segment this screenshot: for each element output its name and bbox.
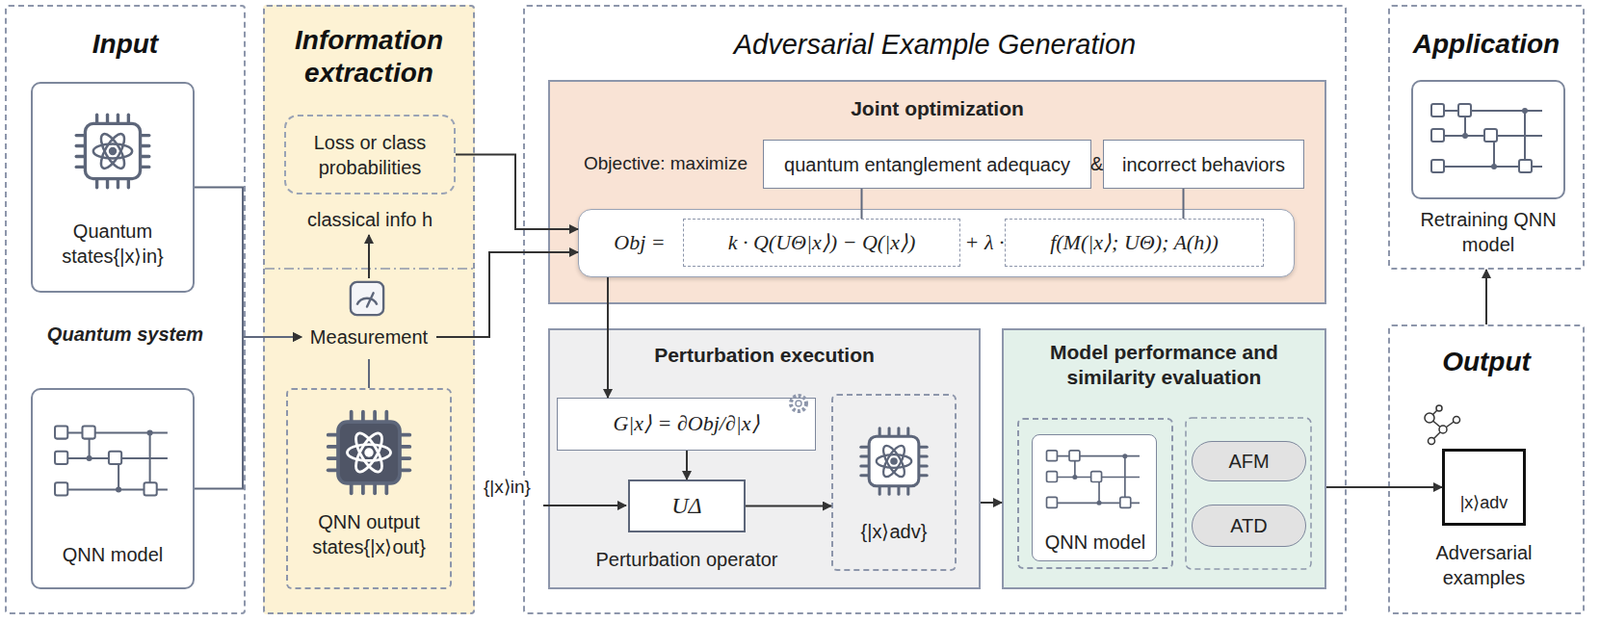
adv-state-box: {|x⟩adv}	[831, 393, 957, 572]
input-arrow	[543, 504, 627, 507]
connector	[367, 235, 370, 279]
formula-term: k · Q(UΘ|x⟩) − Q(|x⟩)	[682, 218, 961, 267]
connector	[745, 505, 832, 508]
perturbation-box: Perturbation executionG|x⟩ = ∂Obj/∂|x⟩ UΔ…	[548, 328, 981, 590]
node-text: Output	[1390, 345, 1583, 379]
node-text: Adversarial Example Generation	[524, 27, 1345, 62]
connector	[1326, 486, 1443, 489]
node-text: QNN model	[32, 542, 193, 568]
input-state-label: {|x⟩in}	[481, 475, 533, 500]
metric-pill: AFM	[1191, 441, 1307, 482]
objective-label: Objective: maximize	[583, 152, 748, 177]
quantum-states-box: Quantum states{|x⟩in}	[30, 81, 195, 293]
node-text: Joint optimization	[550, 95, 1325, 122]
connector	[436, 252, 578, 338]
metric-pill: ATD	[1191, 504, 1307, 548]
quantum-chip-icon	[323, 407, 415, 499]
retraining-box: Retraining QNN model	[1411, 79, 1566, 200]
gear-icon	[790, 395, 807, 412]
measurement-icon	[348, 280, 386, 317]
adv-gen-panel: Adversarial Example GenerationJoint opti…	[523, 4, 1347, 615]
connector	[1182, 188, 1185, 219]
perturbation-operator: UΔPerturbation operator	[628, 479, 746, 533]
connector	[194, 337, 302, 490]
qnn-model-box: QNN model	[30, 388, 195, 590]
node-text: quantum entanglement adequacy	[763, 152, 1091, 178]
connector	[685, 450, 688, 480]
connector	[1485, 269, 1488, 325]
connector	[455, 155, 578, 231]
node-text: Obj =	[588, 229, 691, 258]
evaluation-box: Model performance and similarity evaluat…	[1001, 328, 1327, 590]
metric-group-box	[1185, 418, 1312, 570]
adv-example-card: |x⟩advAdversarial examples	[1442, 448, 1526, 526]
node-text: |x⟩adv	[1444, 492, 1523, 515]
molecule-icon	[1424, 405, 1461, 446]
gradient-box: G|x⟩ = ∂Obj/∂|x⟩	[556, 397, 816, 451]
node-text: {|x⟩adv}	[833, 519, 955, 545]
objective-formula: Obj = + λ ·k · Q(UΘ|x⟩) − Q(|x⟩) f(M(|x⟩; …	[577, 209, 1295, 278]
conjunction-label: &	[1090, 151, 1103, 177]
connector	[606, 277, 609, 398]
system-label: Quantum system	[4, 321, 246, 347]
node-text: Application	[1390, 27, 1583, 61]
node-text: G|x⟩ = ∂Obj/∂|x⟩	[557, 410, 815, 439]
output-panel: Output|x⟩advAdversarial examples	[1388, 324, 1585, 615]
node-text: AFM	[1192, 448, 1306, 474]
formula-term: f(M(|x⟩; UΘ); A(h))	[1004, 218, 1264, 267]
connector	[980, 501, 1002, 504]
connector	[861, 188, 864, 219]
node-text: QNN output states{|x⟩out}	[297, 509, 441, 560]
node-text: UΔ	[629, 491, 744, 522]
node-caption: classical info h	[276, 207, 464, 233]
node-text: Quantum states{|x⟩in}	[42, 218, 184, 269]
node-text: Perturbation execution	[550, 341, 979, 368]
node-text: Information extraction	[264, 24, 473, 89]
node-text: Retraining QNN model	[1398, 207, 1578, 258]
application-panel: ApplicationRetraining QNN model	[1388, 4, 1585, 270]
connector	[194, 187, 302, 339]
node-text: f(M(|x⟩; UΘ); A(h))	[1005, 229, 1263, 258]
circuit-icon	[1428, 97, 1548, 181]
node-caption: Perturbation operator	[562, 547, 812, 573]
node-text: Measurement	[301, 324, 437, 350]
loss-box: Loss or class probabilitiesclassical inf…	[284, 114, 456, 195]
node-text: ATD	[1192, 513, 1306, 539]
node-caption: Adversarial examples	[1406, 540, 1562, 591]
quantum-chip-icon	[72, 110, 154, 192]
connector	[367, 359, 370, 389]
objective-term-box: incorrect behaviors	[1102, 139, 1305, 189]
qnn-eval-box: QNN model	[1017, 418, 1174, 570]
node-text: Model performance and similarity evaluat…	[1022, 340, 1306, 392]
node-text: incorrect behaviors	[1103, 152, 1304, 178]
circuit-icon	[52, 419, 174, 504]
quantum-chip-icon	[857, 424, 931, 499]
joint-opt-box: Joint optimization quantum entanglement a…	[548, 79, 1327, 305]
info-panel: Information extractionLoss or class prob…	[262, 4, 475, 615]
objective-term-box: quantum entanglement adequacy	[762, 139, 1092, 189]
qnn-output-box: QNN output states{|x⟩out}	[286, 388, 452, 590]
circuit-icon	[1044, 445, 1145, 515]
separator-line	[264, 267, 473, 270]
input-panel: InputQuantum states{|x⟩in} QNN model	[4, 4, 246, 615]
measurement-node: Measurement	[301, 276, 437, 360]
node-caption: + λ ·	[953, 229, 1016, 258]
node-text: Input	[6, 27, 244, 61]
node-text: k · Q(UΘ|x⟩) − Q(|x⟩)	[683, 229, 960, 258]
node-text: QNN model	[1019, 529, 1172, 555]
node-text: Loss or class probabilities	[297, 130, 443, 181]
